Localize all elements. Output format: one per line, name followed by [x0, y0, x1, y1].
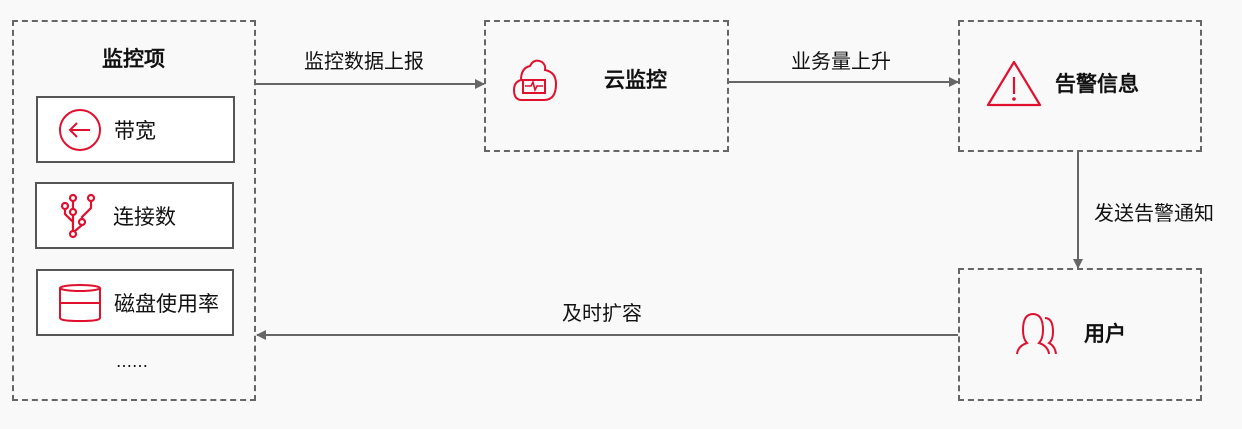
warning-icon [986, 60, 1042, 107]
cloud-monitor-icon [512, 59, 558, 101]
monitor-item-bandwidth: 带宽 [36, 96, 235, 163]
branch-icon [60, 193, 96, 238]
monitor-item-disk-usage: 磁盘使用率 [36, 269, 234, 336]
edge-label-scale: 及时扩容 [562, 301, 642, 325]
monitor-item-label: 磁盘使用率 [114, 291, 219, 316]
monitor-item-label: 连接数 [113, 204, 176, 229]
more-items-ellipsis: …… [116, 352, 148, 371]
edge-label-report: 监控数据上报 [304, 49, 424, 73]
monitor-items-title: 监控项 [102, 47, 165, 71]
monitor-items-group [12, 20, 256, 401]
cloud-monitor-node [484, 20, 729, 152]
edge-label-notify: 发送告警通知 [1094, 201, 1214, 225]
alert-info-node [958, 20, 1202, 152]
alert-info-title: 告警信息 [1055, 72, 1139, 96]
database-icon [59, 283, 101, 322]
monitor-item-label: 带宽 [114, 118, 156, 143]
edge-label-increase: 业务量上升 [791, 49, 891, 73]
user-title: 用户 [1084, 322, 1126, 346]
cloud-monitor-title: 云监控 [604, 68, 667, 92]
user-node [958, 268, 1202, 401]
arrow-left-circle-icon [59, 108, 101, 151]
monitor-item-connections: 连接数 [35, 182, 234, 249]
users-icon [1016, 312, 1057, 355]
